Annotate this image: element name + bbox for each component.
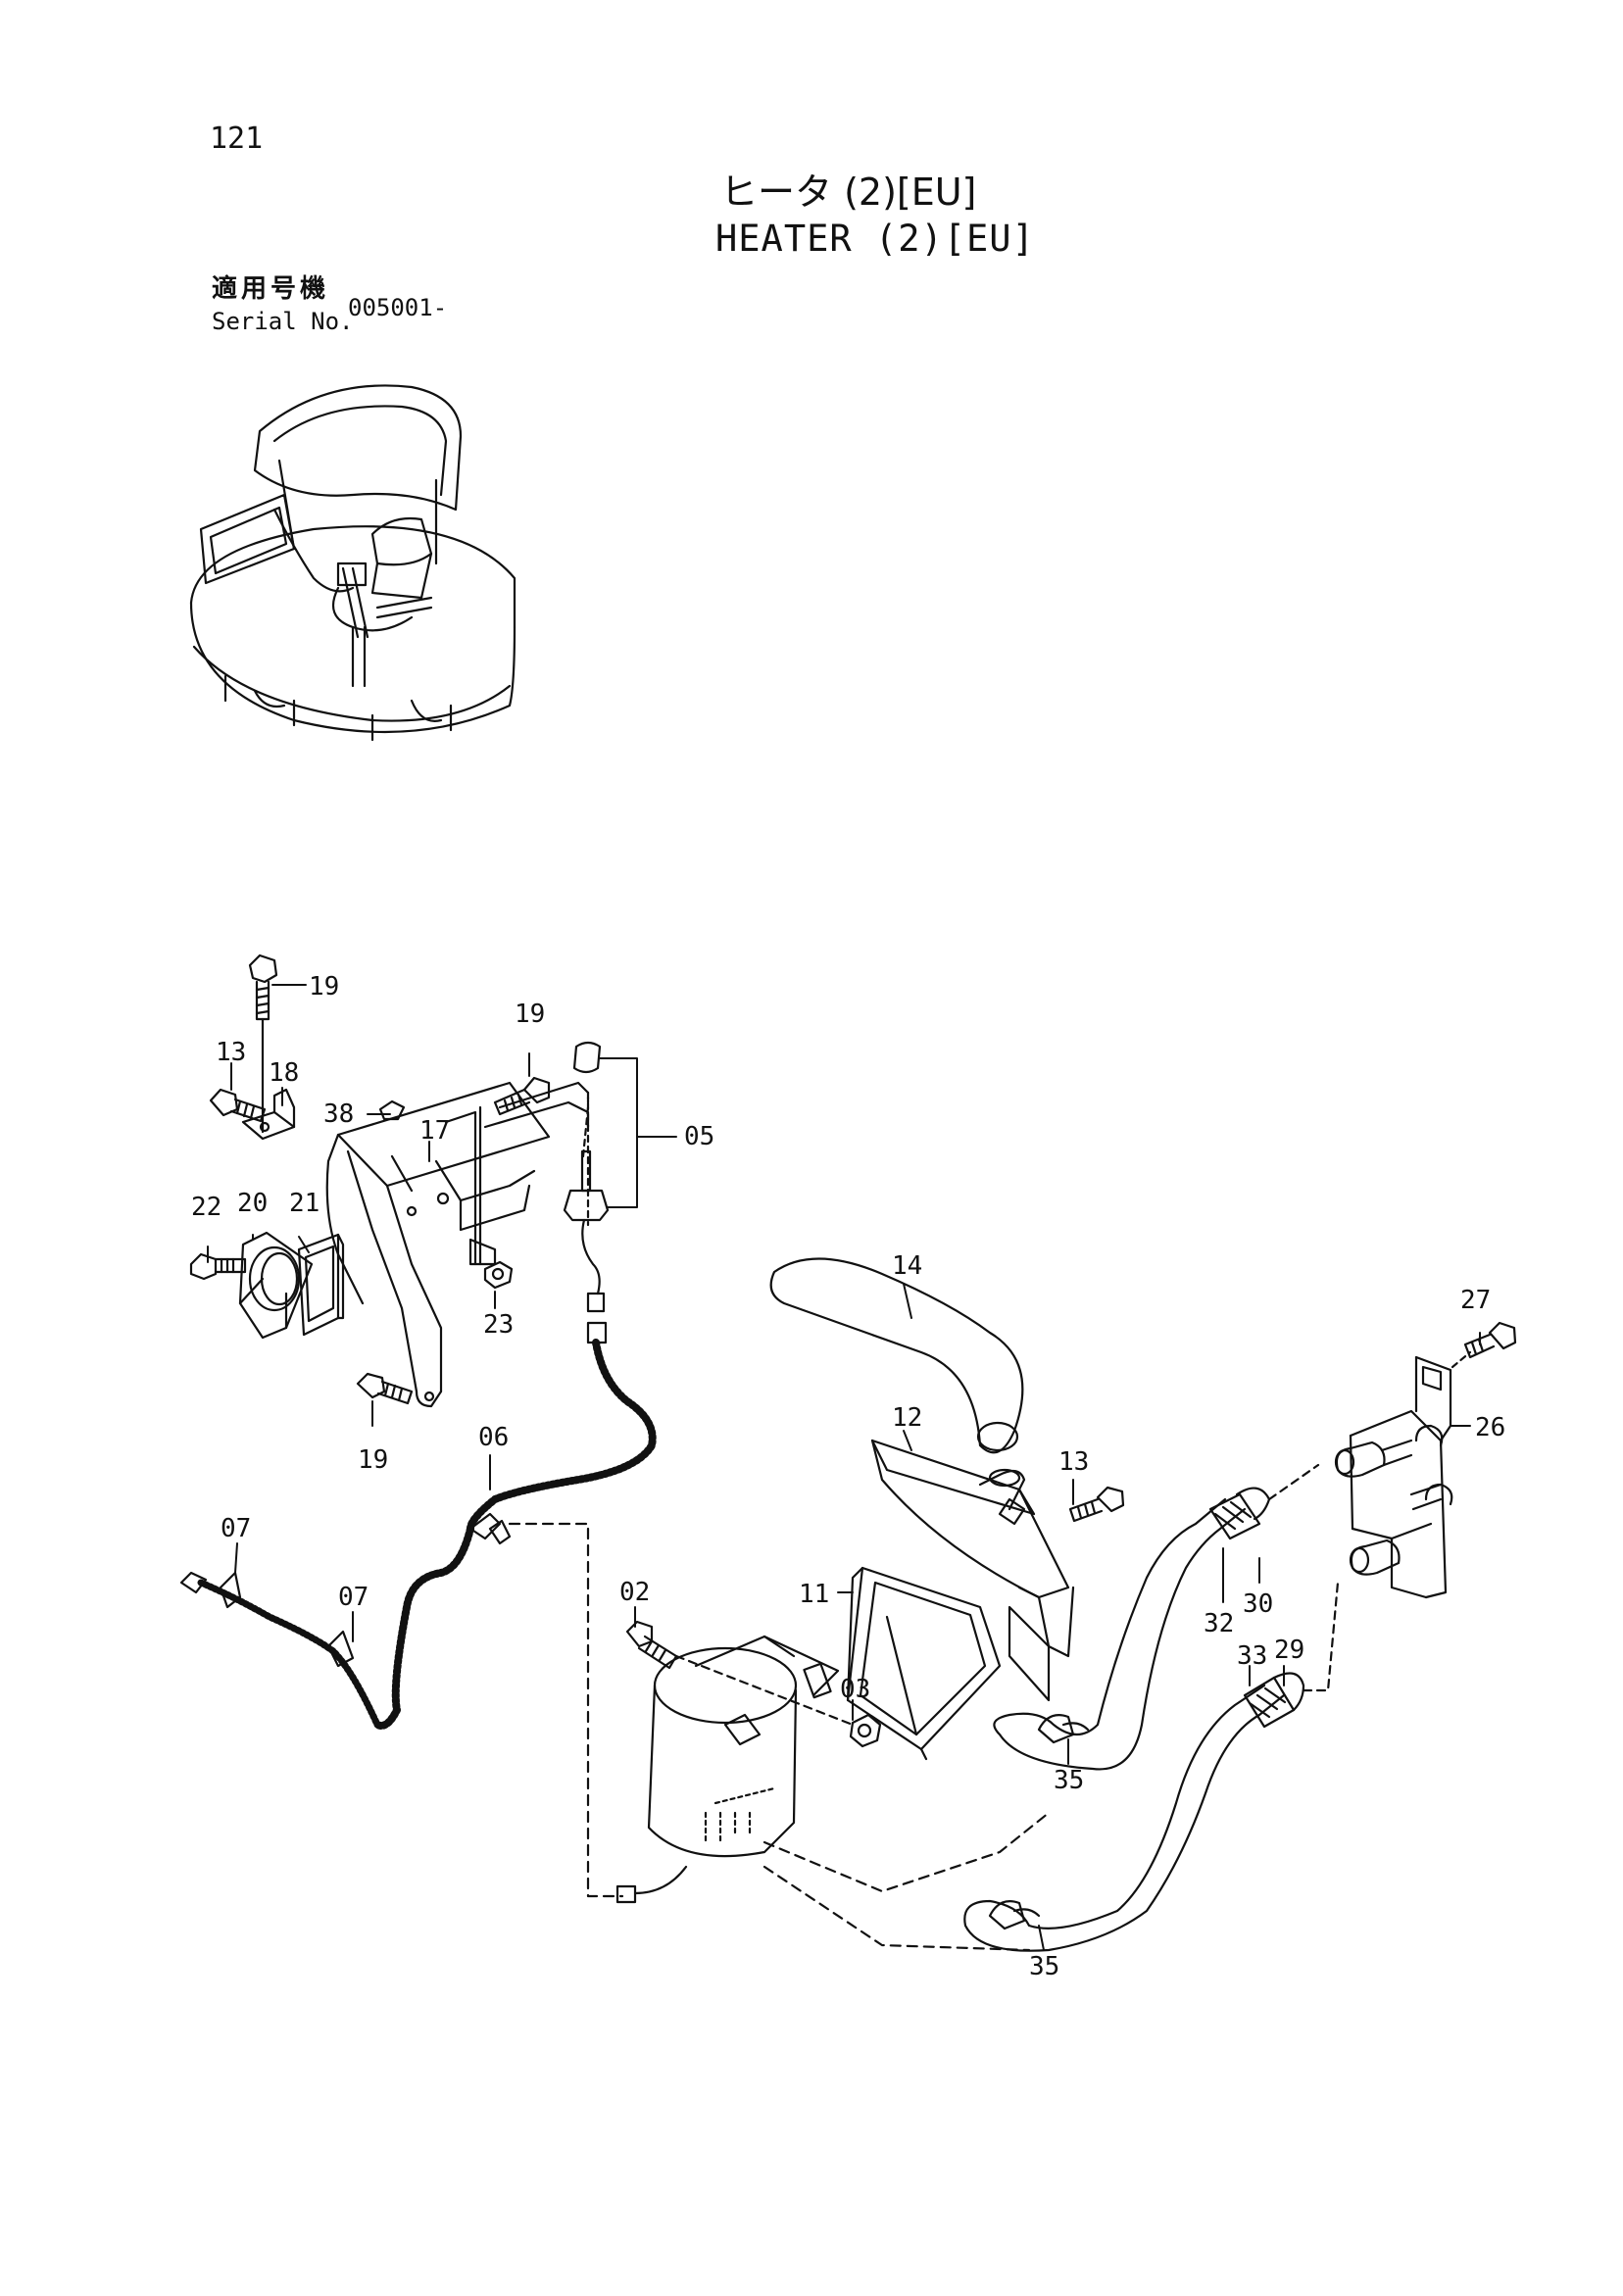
- callout-19-bottom: 19: [358, 1445, 388, 1475]
- callout-03: 03: [840, 1675, 870, 1704]
- sensor-and-harness: [179, 1041, 688, 1904]
- title-english: HEATER (2)[EU]: [715, 218, 1035, 260]
- callout-05: 05: [684, 1122, 714, 1151]
- serial-label-japanese: 適用号機: [212, 274, 330, 304]
- callout-26: 26: [1475, 1413, 1505, 1442]
- callout-12: 12: [892, 1403, 922, 1433]
- page-number: 121: [210, 122, 264, 156]
- callout-35-lower: 35: [1029, 1952, 1059, 1981]
- leader-lines: [207, 984, 1481, 1951]
- callout-20: 20: [237, 1189, 268, 1218]
- callout-19-top: 19: [309, 972, 339, 1001]
- machine-overview: [189, 384, 516, 742]
- callout-38: 38: [323, 1099, 354, 1129]
- callout-18: 18: [269, 1058, 299, 1088]
- callout-17: 17: [419, 1116, 450, 1146]
- bracket-assembly: [189, 953, 590, 1408]
- callout-07-bottom: 07: [338, 1583, 369, 1612]
- title-japanese: ヒータ (2)[EU]: [720, 171, 977, 214]
- callout-06: 06: [478, 1423, 509, 1452]
- callout-13-left: 13: [216, 1038, 246, 1067]
- callout-35-upper: 35: [1054, 1766, 1084, 1795]
- callout-22: 22: [191, 1193, 221, 1222]
- callout-02: 02: [619, 1578, 650, 1607]
- heater-hoses: [963, 1463, 1340, 1952]
- callout-23: 23: [483, 1310, 514, 1340]
- callout-29: 29: [1274, 1636, 1304, 1665]
- callout-27: 27: [1460, 1286, 1491, 1315]
- callout-32: 32: [1204, 1609, 1234, 1638]
- callout-14: 14: [892, 1251, 922, 1281]
- callout-07-top: 07: [221, 1514, 251, 1543]
- callout-19-middle: 19: [515, 1000, 545, 1029]
- callout-30: 30: [1243, 1589, 1273, 1619]
- serial-number-value: 005001-: [348, 294, 448, 321]
- callout-21: 21: [289, 1189, 320, 1218]
- serial-label-english: Serial No.: [212, 308, 354, 335]
- pipe-bracket: [1334, 1321, 1517, 1599]
- air-ducts: [769, 1257, 1125, 1761]
- callout-13-right: 13: [1058, 1447, 1089, 1477]
- callout-33: 33: [1237, 1641, 1267, 1671]
- callout-11: 11: [799, 1580, 829, 1609]
- callout-labels: 19 13 18 19 38 17 05 22 20 21 23 19 14 2…: [191, 972, 1505, 1981]
